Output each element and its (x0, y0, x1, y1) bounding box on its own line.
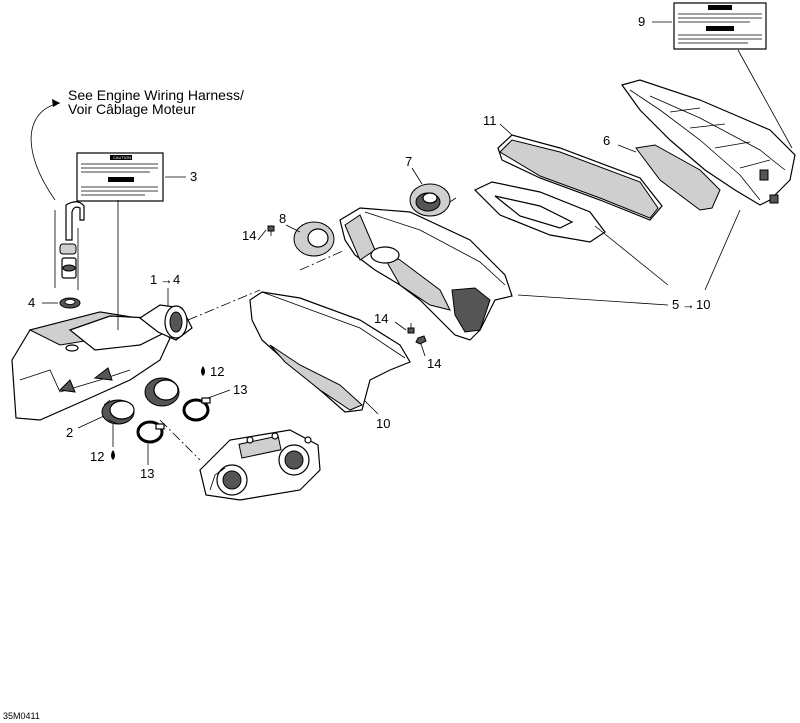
caution-title: CAUTION (113, 155, 131, 160)
callout-13-upper: 13 (233, 382, 247, 397)
leader-13-upper (207, 389, 231, 399)
leader-7 (411, 167, 423, 185)
leader-5-b (594, 225, 669, 286)
callout-2: 2 (66, 425, 73, 440)
harness-note-line1: See Engine Wiring Harness/ (68, 87, 244, 103)
filter-tray (473, 181, 606, 243)
harness-clip (59, 201, 85, 279)
callout-1-arrow: → (160, 272, 173, 287)
callout-1: 1 (150, 272, 157, 287)
throttle-body (159, 419, 321, 501)
leader-5-c (704, 209, 741, 291)
callout-10: 10 (376, 416, 390, 431)
leader-6 (617, 144, 637, 153)
callout-13-lower: 13 (140, 466, 154, 481)
nut-14 (415, 335, 427, 345)
leader-5-a (517, 294, 669, 306)
cover-10 (249, 291, 411, 413)
sealant-drop-icon-lower (111, 450, 115, 460)
intake-silencer-base (11, 311, 172, 421)
sealant-drop-icon-upper (201, 366, 205, 376)
clamp-13-lower (136, 420, 165, 444)
callout-7: 7 (405, 154, 412, 169)
callout-14-right: 14 (427, 356, 441, 371)
leader-9-to-part (737, 49, 793, 149)
callout-8: 8 (279, 211, 286, 226)
leader-10 (363, 399, 379, 415)
harness-arrowhead (52, 99, 60, 107)
harness-note-line2: Voir Câblage Moteur (68, 101, 196, 117)
callout-1-to: 4 (173, 272, 180, 287)
callout-3: 3 (190, 169, 197, 184)
assembly-axis-2 (299, 249, 346, 271)
leader-8 (285, 224, 301, 233)
air-box-housing (339, 197, 513, 341)
caution-label-9 (673, 2, 767, 50)
intake-duct (138, 304, 193, 341)
caution-label-3: CAUTION (76, 152, 164, 202)
harness-leader-line (30, 102, 61, 201)
top-cover-assembly (621, 79, 796, 206)
screw-14-mid (407, 323, 415, 334)
drawing-code: 35M0411 (3, 711, 40, 721)
assembly-axis-1 (187, 289, 261, 321)
callout-14-left: 14 (242, 228, 256, 243)
callout-6: 6 (603, 133, 610, 148)
sleeve-2 (101, 399, 135, 425)
callout-11: 11 (483, 113, 497, 128)
callout-12-lower: 12 (90, 449, 104, 464)
leader-2 (77, 415, 105, 429)
callout-14-mid: 14 (374, 311, 388, 326)
callout-5-to: 10 (696, 297, 710, 312)
callout-9: 9 (638, 14, 645, 29)
screw-14-left (267, 225, 275, 236)
callout-4: 4 (28, 295, 35, 310)
sleeve-upper (144, 377, 180, 407)
callout-12-upper: 12 (210, 364, 224, 379)
foam-11 (497, 134, 663, 221)
callout-5-arrow: → (682, 297, 695, 312)
callout-5: 5 (672, 297, 679, 312)
ring-8 (293, 221, 335, 257)
seal-strip-6 (635, 144, 721, 211)
grommet-7 (409, 183, 451, 217)
leader-11 (499, 123, 513, 136)
clamp-13-upper (182, 397, 211, 422)
